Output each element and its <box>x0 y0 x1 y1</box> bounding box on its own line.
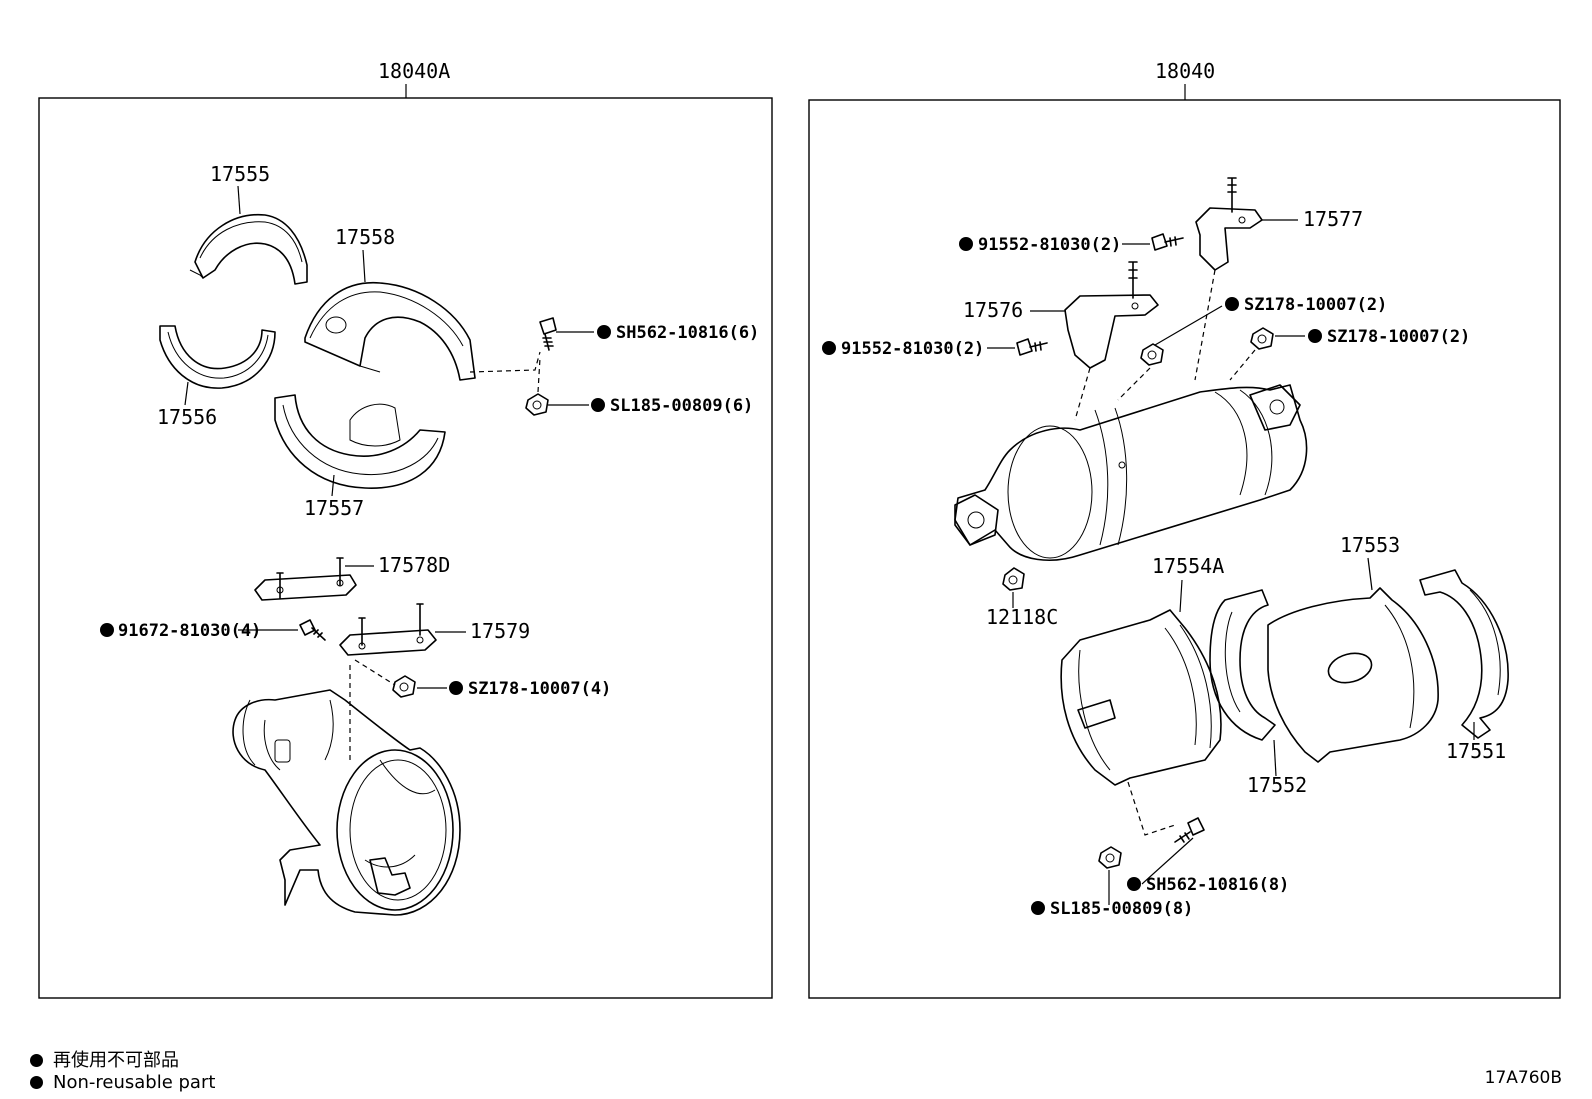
non-reusable-dot <box>597 325 611 339</box>
non-reusable-dot <box>1225 297 1239 311</box>
label-17551: 17551 <box>1446 739 1506 763</box>
non-reusable-dot <box>959 237 973 251</box>
label-sz178-10007-b: SZ178-10007(2) <box>1327 327 1470 347</box>
label-17558: 17558 <box>335 225 395 249</box>
label-17552: 17552 <box>1247 773 1307 797</box>
filled-circle-icon <box>30 1054 43 1067</box>
part-12118c-shape <box>1002 567 1025 591</box>
bolt-icon <box>1174 817 1205 843</box>
label-91552-81030-mid: 91552-81030(2) <box>841 339 984 359</box>
assembly-frame-left <box>38 97 773 999</box>
label-17577: 17577 <box>1303 207 1363 231</box>
part-17577-shape <box>1195 177 1263 271</box>
non-reusable-dot <box>591 398 605 412</box>
label-17557: 17557 <box>304 496 364 520</box>
nut-icon <box>392 675 416 698</box>
bolt-icon <box>1151 233 1184 251</box>
part-17551-shape <box>1419 569 1509 739</box>
bolt-icon <box>299 619 326 641</box>
assembly-number-18040a: 18040A <box>378 59 450 83</box>
nut-icon <box>1250 327 1274 350</box>
part-dpf-body-shape <box>954 384 1308 561</box>
part-converter-left-shape <box>232 689 461 916</box>
part-17555-shape <box>189 213 308 285</box>
label-91552-81030-top: 91552-81030(2) <box>978 235 1121 255</box>
filled-circle-icon <box>30 1076 43 1089</box>
diagram-code: 17A760B <box>1484 1068 1562 1088</box>
part-17554a-shape <box>1060 609 1222 786</box>
label-17578d: 17578D <box>378 553 450 577</box>
label-17579: 17579 <box>470 619 530 643</box>
legend-line-1: 再使用不可部品 <box>30 1046 179 1072</box>
non-reusable-dot <box>822 341 836 355</box>
non-reusable-dot <box>1031 901 1045 915</box>
label-sl185-00809-right: SL185-00809(8) <box>1050 899 1193 919</box>
label-17555: 17555 <box>210 162 270 186</box>
part-17579-shape <box>339 603 437 656</box>
label-17553: 17553 <box>1340 533 1400 557</box>
label-91672-81030: 91672-81030(4) <box>118 621 261 641</box>
bolt-icon <box>1016 338 1048 356</box>
part-17556-shape <box>159 325 276 389</box>
part-17558-shape <box>304 281 476 381</box>
nut-icon <box>1098 846 1122 869</box>
label-17554a: 17554A <box>1152 554 1224 578</box>
part-17553-shape <box>1267 587 1439 763</box>
assembly-frame-right <box>808 99 1561 999</box>
part-17576-shape <box>1064 261 1159 369</box>
non-reusable-dot <box>449 681 463 695</box>
non-reusable-dot <box>100 623 114 637</box>
label-sz178-10007-left: SZ178-10007(4) <box>468 679 611 699</box>
legend-line-2: Non-reusable part <box>30 1072 215 1093</box>
part-17578d-shape <box>254 557 357 601</box>
assembly-18040: 18040 17577 91552-81030(2) 17576 <box>808 59 1561 999</box>
non-reusable-dot <box>1127 877 1141 891</box>
nut-icon <box>525 393 549 416</box>
part-17552-shape <box>1209 589 1276 741</box>
label-sz178-10007-a: SZ178-10007(2) <box>1244 295 1387 315</box>
label-17576: 17576 <box>963 298 1023 322</box>
nut-icon <box>1140 343 1164 366</box>
non-reusable-dot <box>1308 329 1322 343</box>
label-sl185-00809-left: SL185-00809(6) <box>610 396 753 416</box>
part-17557-shape <box>274 394 446 489</box>
legend-text-jp: 再使用不可部品 <box>53 1050 179 1071</box>
label-sh562-10816-left: SH562-10816(6) <box>616 323 759 343</box>
legend-text-en: Non-reusable part <box>53 1072 216 1093</box>
label-17556: 17556 <box>157 405 217 429</box>
label-12118c: 12118C <box>986 605 1058 629</box>
assembly-18040a: 18040A 17555 17558 17556 <box>38 59 773 999</box>
label-sh562-10816-right: SH562-10816(8) <box>1146 875 1289 895</box>
assembly-number-18040: 18040 <box>1155 59 1215 83</box>
bolt-icon <box>539 317 557 351</box>
